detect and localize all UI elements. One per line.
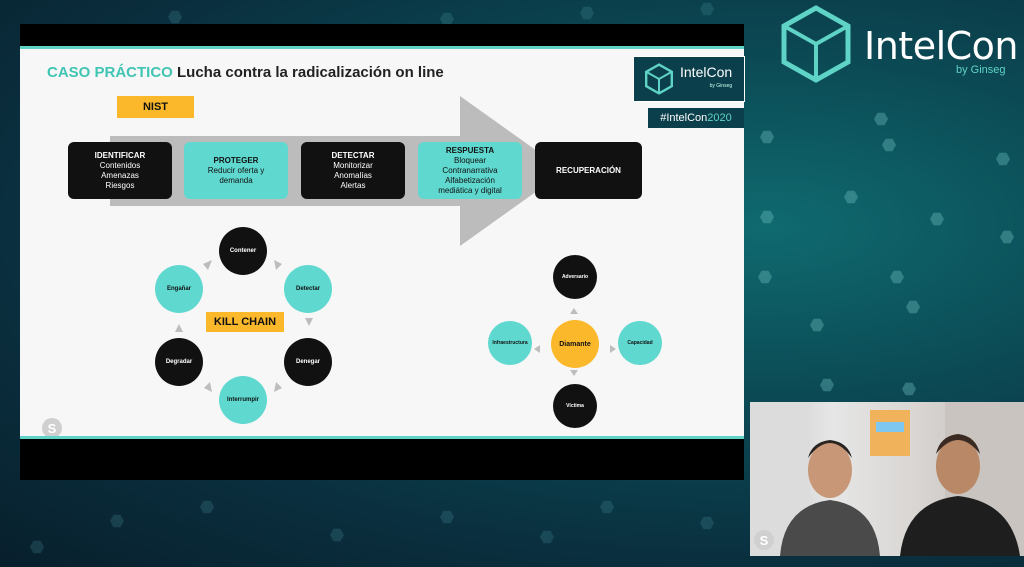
slide-logo-name: IntelCon <box>680 64 733 80</box>
diamond-adversario: Adversario <box>553 255 597 299</box>
slide-title: CASO PRÁCTICO Lucha contra la radicaliza… <box>47 64 444 81</box>
diamond-center: Diamante <box>551 320 599 368</box>
kill-chain-denegar: Denegar <box>284 338 332 386</box>
kill-chain-detectar: Detectar <box>284 265 332 313</box>
nist-step-respuesta: RESPUESTA Bloquear Contranarrativa Alfab… <box>418 142 522 199</box>
skype-icon: S <box>754 530 774 550</box>
hashtag-text: #IntelCon <box>660 112 708 124</box>
intelcon-cube-icon <box>781 5 851 83</box>
nist-step-recuperacion: RECUPERACIÓN <box>535 142 642 199</box>
nist-step-identificar: IDENTIFICAR Contenidos Amenazas Riesgos <box>68 142 172 199</box>
kill-chain-interrumpir: Interrumpir <box>219 376 267 424</box>
hashtag-year: 2020 <box>707 112 732 124</box>
kill-chain-degradar: Degradar <box>155 338 203 386</box>
intelcon-cube-icon <box>645 63 673 95</box>
diamond-capacidad: Capacidad <box>618 321 662 365</box>
kill-chain-contener: Contener <box>219 227 267 275</box>
kill-chain-enganar: Engañar <box>155 265 203 313</box>
nist-label: NIST <box>117 96 194 118</box>
webcam-scene <box>750 402 1024 556</box>
diamond-infraestructura: Infraestructura <box>488 321 532 365</box>
slide-intelcon-logo: IntelCon by Ginseg <box>633 56 745 102</box>
slide-title-main: Lucha contra la radicalización on line <box>177 64 444 81</box>
webcam-video-feed: S <box>750 402 1024 556</box>
skype-icon: S <box>42 418 62 438</box>
slide-logo-byline: by Ginseg <box>709 83 733 89</box>
slide-bottom-rule <box>20 436 744 439</box>
diamond-victima: Víctima <box>553 384 597 428</box>
nist-step-detectar: DETECTAR Monitorizar Anomalías Alertas <box>301 142 405 199</box>
intelcon-brand-logo: IntelCon by Ginseg <box>780 4 1020 84</box>
presentation-slide: CASO PRÁCTICO Lucha contra la radicaliza… <box>20 46 744 438</box>
brand-byline: by Ginseg <box>956 64 1006 76</box>
kill-chain-label: KILL CHAIN <box>206 312 284 332</box>
nist-step-proteger: PROTEGER Reducir oferta y demanda <box>184 142 288 199</box>
slide-top-rule <box>20 46 744 49</box>
slide-title-accent: CASO PRÁCTICO <box>47 64 173 81</box>
brand-name: IntelCon <box>864 24 1019 68</box>
